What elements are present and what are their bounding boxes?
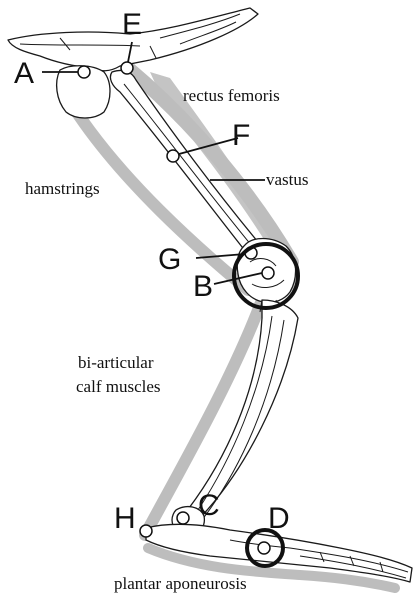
label-calf-line2: calf muscles: [76, 377, 161, 396]
label-vastus: vastus: [266, 170, 309, 189]
label-b: B: [193, 270, 213, 303]
marker-h: [140, 525, 152, 537]
label-rectus-femoris: rectus femoris: [183, 86, 280, 105]
label-f: F: [232, 119, 250, 152]
marker-b: [262, 267, 274, 279]
marker-f: [167, 150, 179, 162]
label-c: C: [198, 489, 220, 522]
label-g: G: [158, 243, 181, 276]
label-a: A: [14, 57, 34, 90]
marker-e: [121, 62, 133, 74]
label-plantar: plantar aponeurosis: [114, 574, 247, 593]
label-calf-line1: bi-articular: [78, 353, 154, 372]
tibia-bone: [186, 300, 298, 520]
label-e: E: [122, 8, 142, 41]
label-d: D: [268, 502, 290, 535]
marker-d: [258, 542, 270, 554]
marker-c: [177, 512, 189, 524]
label-h: H: [114, 502, 136, 535]
marker-a: [78, 66, 90, 78]
label-hamstrings: hamstrings: [25, 179, 100, 198]
